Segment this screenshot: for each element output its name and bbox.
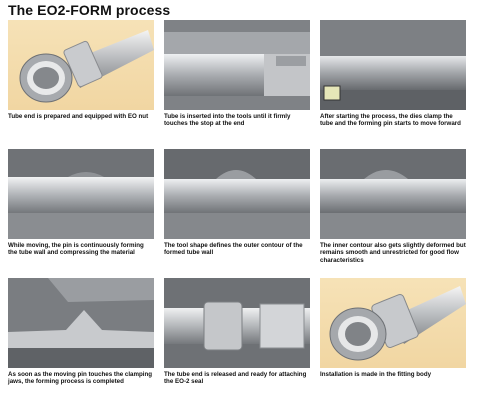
step-8-illustration [164, 278, 310, 368]
step-7-caption: As soon as the moving pin touches the cl… [8, 371, 153, 386]
step-4-illustration [8, 149, 154, 239]
step-5-illustration [164, 149, 310, 239]
step-7-illustration [8, 278, 154, 368]
tool-shape-outer-contour-illustration [164, 149, 310, 239]
installation-in-fitting-body-illustration [329, 286, 466, 361]
step-3-illustration [320, 20, 466, 110]
step-5-caption: The tool shape defines the outer contour… [164, 242, 303, 257]
step-2-caption: Tube is inserted into the tools until it… [164, 113, 291, 128]
dies-clamp-tube-illustration [320, 20, 466, 110]
inner-contour-deformation-illustration [320, 149, 466, 239]
tube-inserted-tool-illustration [164, 20, 310, 110]
forming-completed-illustration [8, 278, 154, 368]
step-6-caption: The inner contour also gets slightly def… [320, 242, 466, 264]
step-1-caption: Tube end is prepared and equipped with E… [8, 113, 149, 120]
step-5: The tool shape defines the outer contour… [164, 149, 310, 273]
step-9: Installation is made in the fitting body [320, 278, 466, 402]
step-4: While moving, the pin is continuously fo… [8, 149, 154, 273]
step-6-illustration [320, 149, 466, 239]
step-2: Tube is inserted into the tools until it… [164, 20, 310, 144]
step-8: The tube end is released and ready for a… [164, 278, 310, 402]
step-8-caption: The tube end is released and ready for a… [164, 371, 307, 386]
step-9-caption: Installation is made in the fitting body [320, 371, 432, 378]
step-1-illustration [8, 20, 154, 110]
step-9-illustration [320, 278, 466, 368]
tube-with-eo-nut-illustration [19, 30, 154, 103]
page-title: The EO2-FORM process [8, 2, 171, 18]
step-4-caption: While moving, the pin is continuously fo… [8, 242, 144, 257]
step-1: Tube end is prepared and equipped with E… [8, 20, 154, 144]
tube-end-released-illustration [164, 278, 310, 368]
step-3-caption: After starting the process, the dies cla… [320, 113, 461, 128]
pin-forming-tube-wall-illustration [8, 149, 154, 239]
step-7: As soon as the moving pin touches the cl… [8, 278, 154, 402]
step-3: After starting the process, the dies cla… [320, 20, 466, 144]
step-6: The inner contour also gets slightly def… [320, 149, 466, 273]
step-2-illustration [164, 20, 310, 110]
process-steps-grid: Tube end is prepared and equipped with E… [8, 20, 466, 402]
